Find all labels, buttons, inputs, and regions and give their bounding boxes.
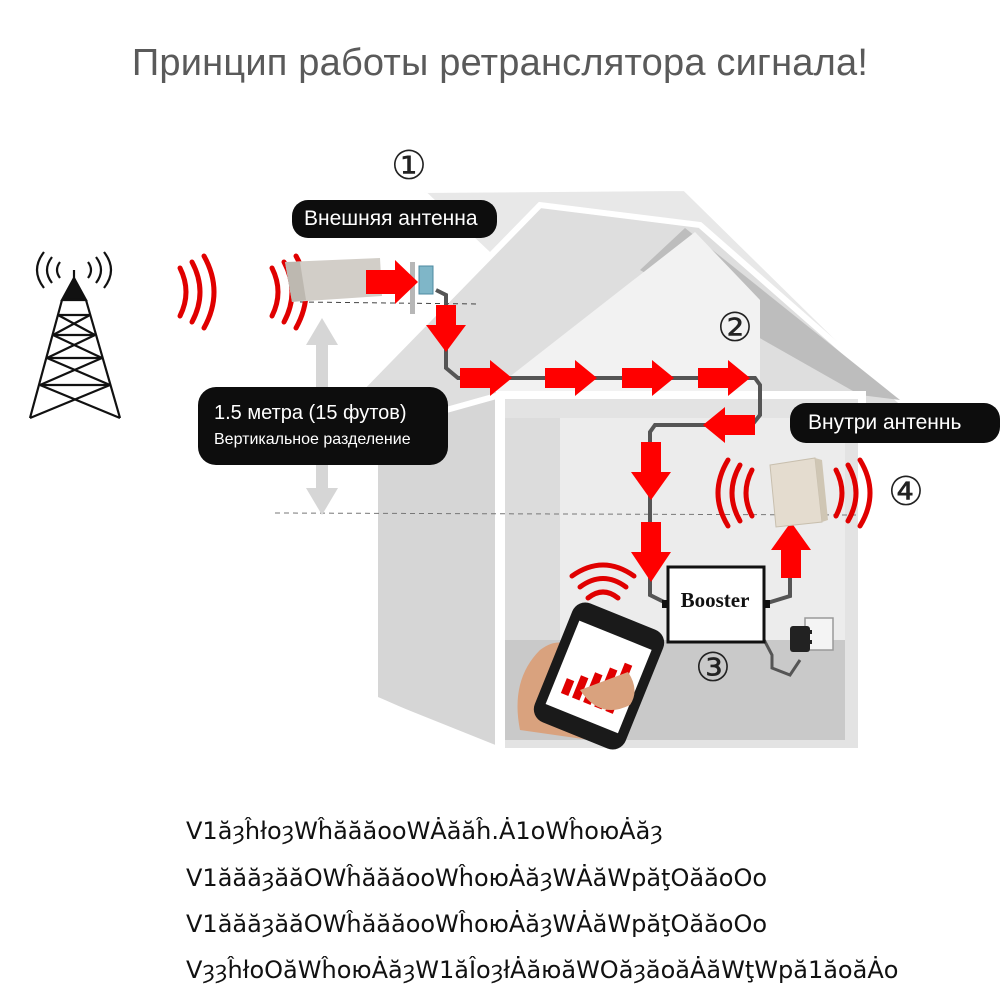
step-number-2: ② [717, 305, 753, 351]
step-number-4: ④ [888, 469, 924, 515]
cell-tower-icon [28, 251, 122, 420]
arrow-right-2 [545, 360, 597, 396]
arrow-right-1 [460, 360, 512, 396]
external-antenna-icon [285, 258, 434, 314]
arrow-right-4 [698, 360, 750, 396]
separation-label-caption: Вертикальное разделение [214, 431, 411, 448]
arrow-up [771, 522, 811, 578]
garbled-text-line-1: V1ăȝĥłoȝWĥăăăooWȦăăĥ.Ȧ1oWĥoюȦăȝ [186, 817, 663, 845]
page-title: Принцип работы ретранслятора сигнала! [131, 42, 869, 84]
internal-antenna-label: Внутри антеннь [790, 403, 1000, 443]
external-antenna-label: Внешняя антенна [292, 200, 497, 238]
step-number-1: ① [391, 143, 427, 189]
dashed-line-top [299, 301, 481, 305]
power-outlet-icon [790, 617, 834, 652]
garbled-text-line-2: V1ăăăȝăăOWĥăăăooWĥoюȦăȝWȦăWpăţOăăoOo [186, 864, 766, 892]
arrow-down-2 [631, 442, 671, 500]
power-cable [758, 631, 802, 677]
arrow-left [703, 407, 755, 443]
booster-label: Booster [680, 588, 750, 612]
booster-box [662, 565, 770, 644]
arrow-down-3 [631, 522, 671, 582]
phone-signal-waves [569, 562, 637, 601]
house-room-wall-left [500, 418, 560, 640]
garbled-text-line-3: V1ăăăȝăăOWĥăăăooWĥoюȦăȝWȦăWpăţOăăoOo [186, 910, 766, 938]
phone-in-hand-icon [517, 602, 665, 750]
signal-arrows [366, 260, 811, 582]
dashed-line-bottom [274, 512, 861, 516]
separation-label: 1.5 метра (15 футов) Вертикальное раздел… [198, 387, 448, 465]
separation-label-distance: 1.5 метра (15 футов) [214, 402, 407, 424]
arrow-down-1 [426, 305, 466, 352]
garbled-text-line-4: VȝȝĥłoOăWĥoюȦăȝW1ăÎoȝłȦăюăWOăȝăoăȦăWţWpă… [186, 956, 899, 984]
house-gable-inner [490, 232, 760, 392]
arrow-into-antenna [366, 260, 418, 304]
step-number-3: ③ [695, 645, 731, 691]
house-edge-bottom [373, 696, 862, 759]
signal-waves-inside [715, 457, 873, 529]
internal-antenna-icon [769, 457, 828, 528]
arrow-right-3 [622, 360, 674, 396]
